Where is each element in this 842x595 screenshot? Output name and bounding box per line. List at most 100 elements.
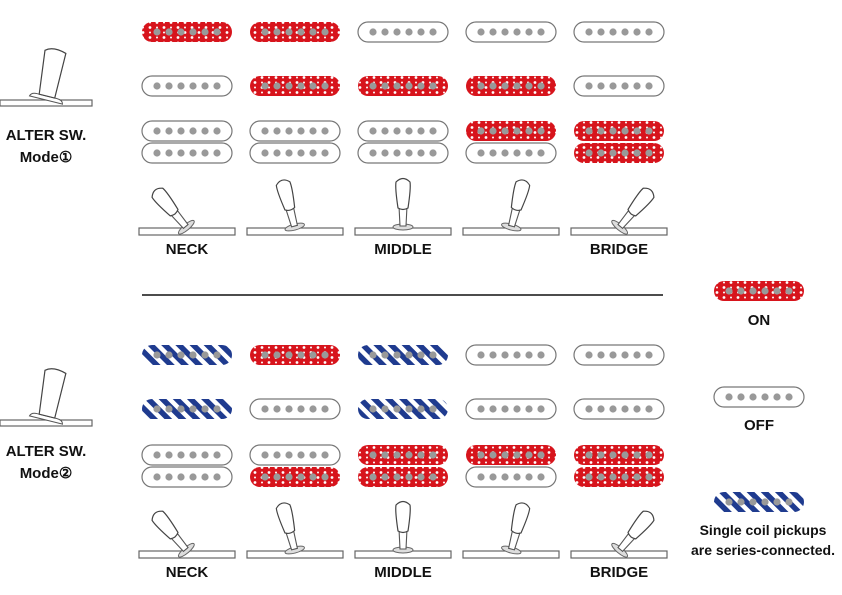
pole-piece <box>369 28 377 36</box>
pole-piece <box>513 127 521 135</box>
pole-piece <box>477 451 485 459</box>
pole-piece <box>165 473 173 481</box>
pole-piece <box>537 351 545 359</box>
selector-switch-position-3 <box>354 177 452 236</box>
pole-piece <box>321 473 329 481</box>
legend-off-label: OFF <box>744 417 774 434</box>
pole-piece <box>609 473 617 481</box>
pole-piece <box>297 127 305 135</box>
pole-piece <box>309 82 317 90</box>
pole-piece <box>525 351 533 359</box>
pole-piece <box>645 451 653 459</box>
pole-piece <box>597 149 605 157</box>
pickup-neck-single-on <box>250 345 340 365</box>
pole-piece <box>369 473 377 481</box>
pole-piece <box>297 473 305 481</box>
pickup-humbucker-top-on <box>466 445 556 465</box>
switch-lever-icon <box>501 179 531 232</box>
pickup-body <box>142 22 232 42</box>
pickup-neck-single-on <box>250 22 340 42</box>
pickup-humbucker-top-off <box>249 120 341 142</box>
pole-piece <box>489 473 497 481</box>
pickup-body <box>465 398 557 420</box>
pickup-body <box>141 466 233 488</box>
pickup-neck-single-off <box>573 21 665 43</box>
pole-piece <box>393 405 401 413</box>
pickup-body <box>466 121 556 141</box>
pole-piece <box>273 351 281 359</box>
pole-piece <box>165 127 173 135</box>
pole-piece <box>165 351 173 359</box>
pole-piece <box>417 127 425 135</box>
pickup-body <box>574 121 664 141</box>
pole-piece <box>201 28 209 36</box>
pole-piece <box>609 28 617 36</box>
pole-piece <box>393 82 401 90</box>
pickup-neck-single-series <box>358 345 448 365</box>
pole-piece <box>737 287 745 295</box>
selector-switch-position-5 <box>570 187 668 236</box>
pole-piece <box>621 149 629 157</box>
pole-piece <box>585 351 593 359</box>
pickup-body <box>714 492 804 512</box>
pole-piece <box>525 82 533 90</box>
pole-piece <box>645 149 653 157</box>
pole-piece <box>285 28 293 36</box>
pole-piece <box>525 149 533 157</box>
pickup-body <box>357 142 449 164</box>
pole-piece <box>585 127 593 135</box>
pickup-middle-single-series <box>142 399 232 419</box>
pole-piece <box>609 451 617 459</box>
pole-piece <box>477 149 485 157</box>
pole-piece <box>749 287 757 295</box>
pole-piece <box>369 405 377 413</box>
pole-piece <box>405 28 413 36</box>
pickup-humbucker-bottom-off <box>141 142 233 164</box>
pole-piece <box>309 28 317 36</box>
pole-piece <box>621 127 629 135</box>
pole-piece <box>393 127 401 135</box>
pole-piece <box>177 451 185 459</box>
pole-piece <box>201 451 209 459</box>
pickup-neck-single-on <box>142 22 232 42</box>
pole-piece <box>153 451 161 459</box>
pole-piece <box>633 82 641 90</box>
pole-piece <box>645 405 653 413</box>
pickup-body <box>249 142 341 164</box>
pole-piece <box>309 351 317 359</box>
pole-piece <box>369 82 377 90</box>
mode2-label-line1: ALTER SW. <box>6 443 87 460</box>
selector-switch-position-1 <box>138 510 236 559</box>
pole-piece <box>525 451 533 459</box>
pole-piece <box>501 82 509 90</box>
pole-piece <box>633 28 641 36</box>
pickup-body <box>141 75 233 97</box>
pole-piece <box>429 127 437 135</box>
switch-lever-icon <box>611 510 655 558</box>
pole-piece <box>621 28 629 36</box>
selector-switch-position-4 <box>462 502 560 559</box>
pole-piece <box>297 405 305 413</box>
pole-piece <box>585 451 593 459</box>
pickup-body <box>574 445 664 465</box>
pickup-middle-single-off <box>573 75 665 97</box>
pole-piece <box>189 127 197 135</box>
pole-piece <box>177 127 185 135</box>
pickup-middle-single-on <box>250 76 340 96</box>
legend: ON OFF Single coil pickups are series-co… <box>691 281 835 558</box>
pole-piece <box>285 351 293 359</box>
pole-piece <box>261 351 269 359</box>
alter-switch-icon <box>0 368 93 427</box>
pole-piece <box>537 451 545 459</box>
pickup-body <box>465 21 557 43</box>
position-label: BRIDGE <box>590 564 648 581</box>
position-label: BRIDGE <box>590 241 648 258</box>
pole-piece <box>213 82 221 90</box>
selector-switch-position-5 <box>570 510 668 559</box>
alter-switch-icon <box>0 48 93 107</box>
pole-piece <box>429 28 437 36</box>
pickup-body <box>250 76 340 96</box>
pole-piece <box>177 149 185 157</box>
pickup-body <box>357 120 449 142</box>
switch-lever-icon <box>275 502 305 555</box>
